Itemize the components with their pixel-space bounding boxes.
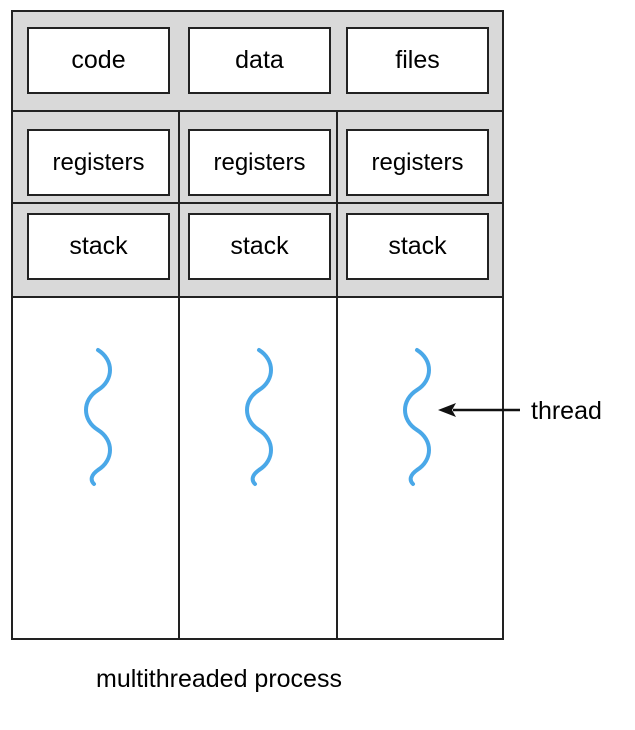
thread-3-stack-box: stack (346, 213, 489, 280)
diagram-caption: multithreaded process (96, 665, 342, 693)
data-box: data (188, 27, 331, 94)
process-frame: code data files registers registers regi… (11, 10, 504, 640)
thread-pointer-arrow-icon (438, 403, 520, 417)
files-box: files (346, 27, 489, 94)
thread-1-registers-box: registers (27, 129, 170, 196)
thread-label: thread (531, 397, 602, 425)
code-box: code (27, 27, 170, 94)
thread-divider-2 (336, 112, 338, 638)
thread-1-stack-box: stack (27, 213, 170, 280)
thread-2-wave-icon (245, 348, 273, 486)
thread-2-stack-box: stack (188, 213, 331, 280)
registers-stack-divider (13, 202, 502, 204)
thread-3-wave-icon (403, 348, 431, 486)
thread-2-registers-box: registers (188, 129, 331, 196)
thread-1-wave-icon (84, 348, 112, 486)
thread-divider-1 (178, 112, 180, 638)
thread-3-registers-box: registers (346, 129, 489, 196)
